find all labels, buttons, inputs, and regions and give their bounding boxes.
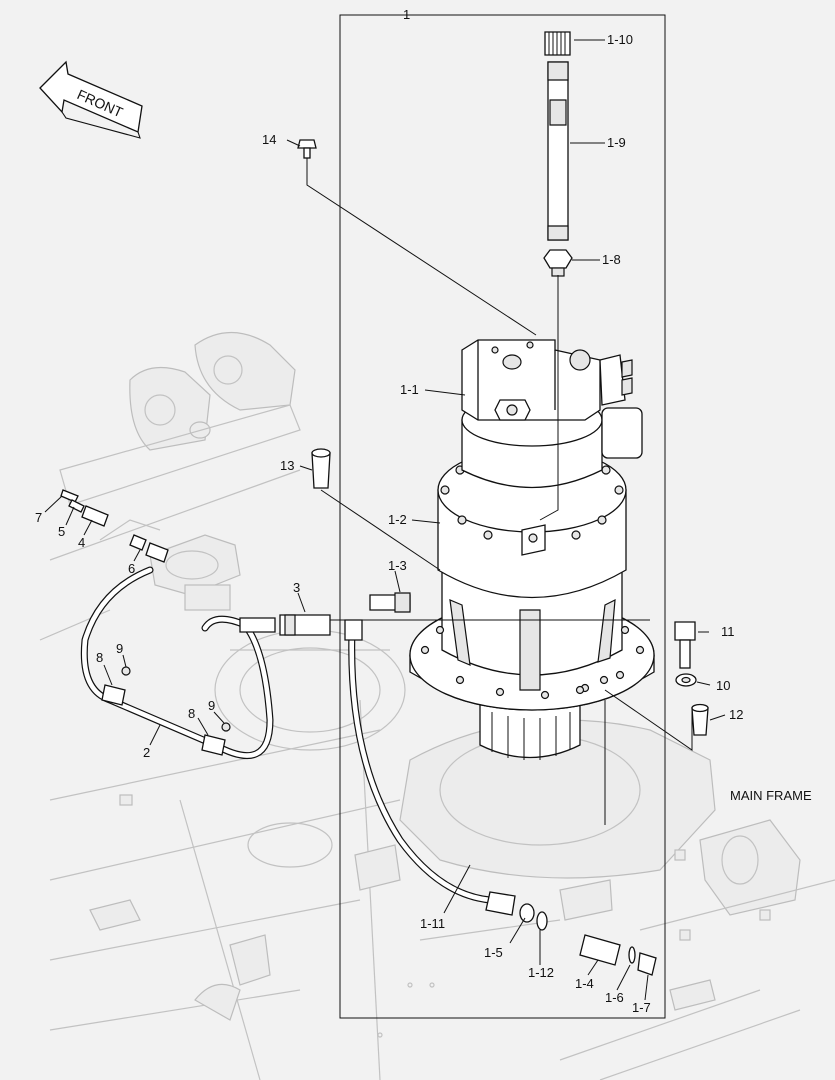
connector-3 xyxy=(239,614,331,636)
callout-1-1: 1-1 xyxy=(400,382,419,397)
callout-11: 11 xyxy=(721,624,735,639)
plug-12 xyxy=(691,703,709,736)
callouts: 1 1-10 1-9 1-8 14 1-1 1-2 13 1-3 3 11 10… xyxy=(35,7,812,1015)
callout-1-5: 1-5 xyxy=(484,945,503,960)
callout-8-upper: 8 xyxy=(96,650,103,665)
callout-1-3: 1-3 xyxy=(388,558,407,573)
washer-10 xyxy=(675,673,697,687)
swing-motor-assembly xyxy=(409,339,655,760)
assembly-1-boundary xyxy=(339,14,666,1019)
callout-1-9: 1-9 xyxy=(607,135,626,150)
main-frame-label: MAIN FRAME xyxy=(730,788,812,803)
callout-10: 10 xyxy=(716,678,730,693)
leader-lines xyxy=(44,14,726,1001)
main-frame-background xyxy=(39,331,835,1080)
callout-1-4: 1-4 xyxy=(575,976,594,991)
callout-1: 1 xyxy=(403,7,410,22)
bolt-14 xyxy=(297,139,317,159)
callout-9-lower: 9 xyxy=(208,698,215,713)
callout-4: 4 xyxy=(78,535,85,550)
callout-1-8: 1-8 xyxy=(602,252,621,267)
callout-1-12: 1-12 xyxy=(528,965,554,980)
callout-6: 6 xyxy=(128,561,135,576)
callout-12: 12 xyxy=(729,707,743,722)
callout-1-2: 1-2 xyxy=(388,512,407,527)
dipstick-pipe-1-9 xyxy=(547,61,569,241)
callout-1-7: 1-7 xyxy=(632,1000,651,1015)
callout-7: 7 xyxy=(35,510,42,525)
callout-5: 5 xyxy=(58,524,65,539)
callout-3: 3 xyxy=(293,580,300,595)
adapter-1-8 xyxy=(543,249,573,277)
dipstick-cap-1-10 xyxy=(544,31,571,56)
elbow-1-3 xyxy=(344,592,411,641)
callout-2: 2 xyxy=(143,745,150,760)
clamps-8-9 xyxy=(101,666,231,756)
callout-8-lower: 8 xyxy=(188,706,195,721)
bolt-11 xyxy=(674,621,696,669)
callout-1-11: 1-11 xyxy=(420,916,445,931)
fittings-4-5-6-7 xyxy=(60,489,169,563)
callout-14: 14 xyxy=(262,132,276,147)
fitting-1-4-group xyxy=(485,891,657,976)
callout-1-10: 1-10 xyxy=(607,32,633,47)
callout-13: 13 xyxy=(280,458,294,473)
front-arrow-icon: FRONT xyxy=(39,60,143,139)
callout-1-6: 1-6 xyxy=(605,990,624,1005)
callout-9-upper: 9 xyxy=(116,641,123,656)
cap-13 xyxy=(311,448,331,489)
